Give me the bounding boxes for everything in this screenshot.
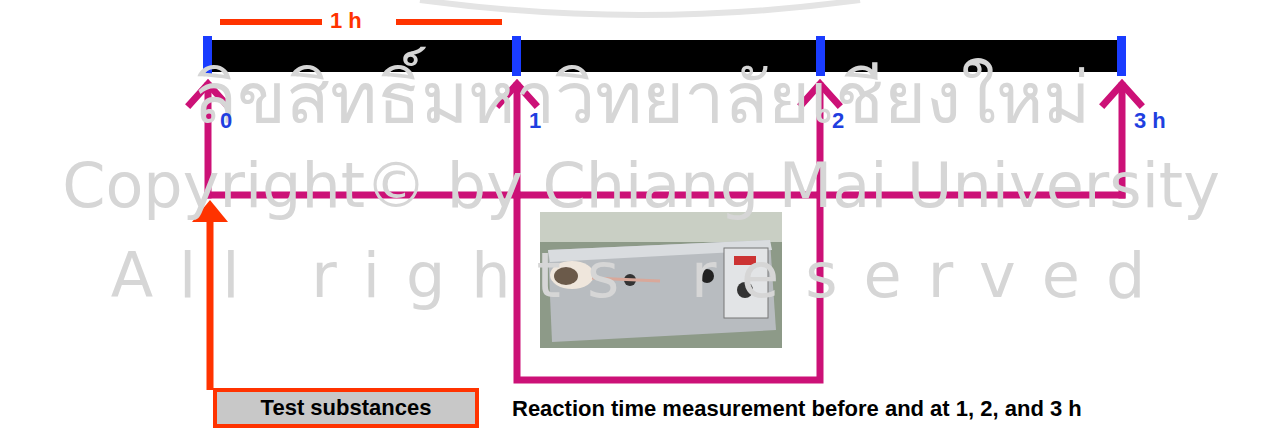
box-text: Test substances — [261, 395, 432, 421]
interval-bracket — [220, 19, 322, 25]
watermark-text: ลิขสิทธิ์มหาวิทยาลัยเชียงใหม่ — [193, 62, 1090, 134]
substance-box: Test substances — [213, 388, 479, 428]
time-label: 3 h — [1134, 110, 1166, 132]
interval-label: 1 h — [330, 10, 362, 32]
time-label: 0 — [220, 110, 232, 132]
time-tick — [1117, 36, 1126, 76]
watermark-text: All rights reserved — [111, 245, 1172, 307]
watermark-arc — [420, 0, 860, 15]
figure-caption: Reaction time measurement before and at … — [512, 398, 1082, 420]
watermark-text: Copyright© by Chiang Mai University — [62, 155, 1220, 217]
time-label: 2 — [832, 110, 844, 132]
interval-bracket — [396, 19, 502, 25]
time-label: 1 — [529, 110, 541, 132]
